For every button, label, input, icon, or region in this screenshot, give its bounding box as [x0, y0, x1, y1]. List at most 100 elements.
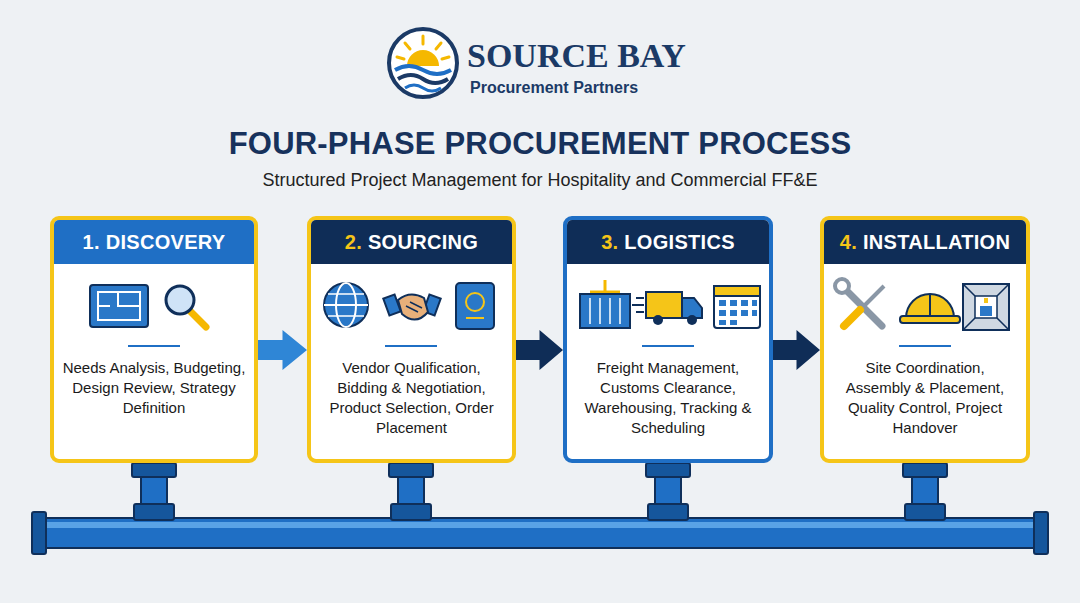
phase-tasks: Needs Analysis, Budgeting, Design Review…: [61, 358, 247, 418]
truck-icon: [653, 315, 663, 325]
diagram-title: FOUR-PHASE PROCUREMENT PROCESS: [0, 126, 1080, 162]
truck-icon: [632, 292, 702, 325]
calendar-icon: [752, 300, 757, 306]
tools-icon: [842, 286, 882, 326]
pipe-stem: [905, 504, 945, 520]
wave: [395, 66, 451, 74]
tools-icon: [835, 279, 884, 326]
pipe-stem: [134, 504, 174, 520]
calendar-icon: [730, 300, 737, 306]
globe-icon: [324, 283, 368, 327]
pipe: [40, 518, 1040, 548]
blueprint-icon: [98, 292, 140, 320]
sun-rays: [405, 43, 410, 49]
room-icon: [984, 298, 988, 303]
room-icon: [963, 284, 1009, 330]
blueprint-icon: [90, 285, 148, 327]
tools-icon: [844, 310, 860, 326]
divider-line: [385, 345, 437, 347]
diagram-subtitle: Structured Project Management for Hospit…: [0, 170, 1080, 191]
wave: [398, 75, 448, 83]
truck-icon: [646, 292, 682, 318]
flow-arrow: [258, 330, 307, 370]
globe-icon: [328, 293, 364, 295]
hard-hat-icon: [900, 316, 960, 323]
process-box: 4. INSTALLATIONSite Coordination, Assemb…: [820, 216, 1030, 463]
phase-tasks: Site Coordination, Assembly & Placement,…: [832, 358, 1018, 438]
passport-icon: [456, 283, 494, 329]
calendar-icon: [714, 286, 760, 296]
globe-icon: [324, 283, 368, 327]
handshake-icon: [406, 302, 422, 312]
magnifier-icon: [166, 286, 206, 327]
flow-arrow: [773, 330, 820, 370]
room-icon: [975, 296, 997, 318]
pipe-stem: [132, 463, 947, 520]
sun-rays: [436, 43, 441, 49]
process-box: 2. SOURCING Vendor Qualification, Bidding…: [307, 216, 516, 463]
globe-icon: [336, 283, 356, 327]
brand-logo: [389, 29, 457, 97]
calendar-icon: [714, 286, 760, 328]
pipe-stem: [648, 504, 688, 520]
globe-icon: [324, 304, 368, 306]
container-icon: [590, 298, 620, 324]
flow-arrow: [516, 330, 563, 370]
phase-heading: 1. DISCOVERY: [54, 220, 254, 264]
handshake-icon: [383, 294, 440, 319]
process-box: 1. DISCOVERY Needs Analysis, Budgeting, D…: [50, 216, 258, 463]
pipe-stem: [132, 463, 176, 477]
hard-hat-icon: [900, 294, 960, 323]
phase-heading: 2. SOURCING: [311, 220, 512, 264]
divider-line: [642, 345, 694, 347]
process-box: 3. LOGISTICS Freight Management, Customs …: [563, 216, 773, 463]
room-icon: [980, 306, 992, 316]
hard-hat-icon: [929, 294, 931, 316]
handshake-icon: [383, 294, 400, 315]
pipe: [32, 512, 46, 554]
truck-icon: [687, 315, 697, 325]
hard-hat-icon: [906, 294, 954, 318]
passport-icon: [466, 293, 484, 311]
blueprint-icon: [90, 285, 148, 327]
calendar-icon: [719, 320, 726, 325]
magnifier-icon: [190, 311, 206, 327]
container-icon: [604, 280, 607, 292]
tools-icon: [862, 286, 884, 308]
calendar-icon: [730, 320, 737, 325]
pipe: [44, 522, 1036, 528]
tools-icon: [835, 279, 849, 293]
handshake-icon: [398, 294, 428, 319]
pipe: [1034, 512, 1048, 554]
divider-line: [899, 345, 951, 347]
phase-tasks: Vendor Qualification, Bidding & Negotiat…: [319, 358, 505, 438]
calendar-icon: [719, 300, 757, 325]
handshake-icon: [423, 294, 440, 315]
brand-tagline: Procurement Partners: [470, 79, 690, 97]
passport-icon: [456, 283, 494, 329]
brand-logo: [389, 29, 457, 97]
container-icon: [580, 294, 630, 328]
sun-rays: [397, 57, 404, 59]
phase-heading: 3. LOGISTICS: [567, 220, 769, 264]
container-icon: [580, 280, 630, 328]
globe-icon: [328, 315, 364, 317]
room-icon: [963, 284, 1009, 330]
calendar-icon: [741, 310, 748, 316]
pipe-stem: [391, 504, 431, 520]
calendar-icon: [719, 310, 726, 316]
calendar-icon: [741, 300, 748, 306]
container-icon: [590, 291, 620, 294]
pipe-stem: [903, 463, 947, 477]
phase-tasks: Freight Management, Customs Clearance, W…: [575, 358, 761, 438]
pipe: [32, 512, 1048, 554]
sun: [407, 50, 439, 66]
calendar-icon: [719, 300, 726, 306]
divider-line: [128, 345, 180, 347]
sun-rays: [442, 57, 449, 59]
truck-icon: [632, 298, 644, 312]
room-icon: [963, 284, 1009, 330]
truck-icon: [682, 298, 702, 318]
calendar-icon: [714, 286, 760, 328]
